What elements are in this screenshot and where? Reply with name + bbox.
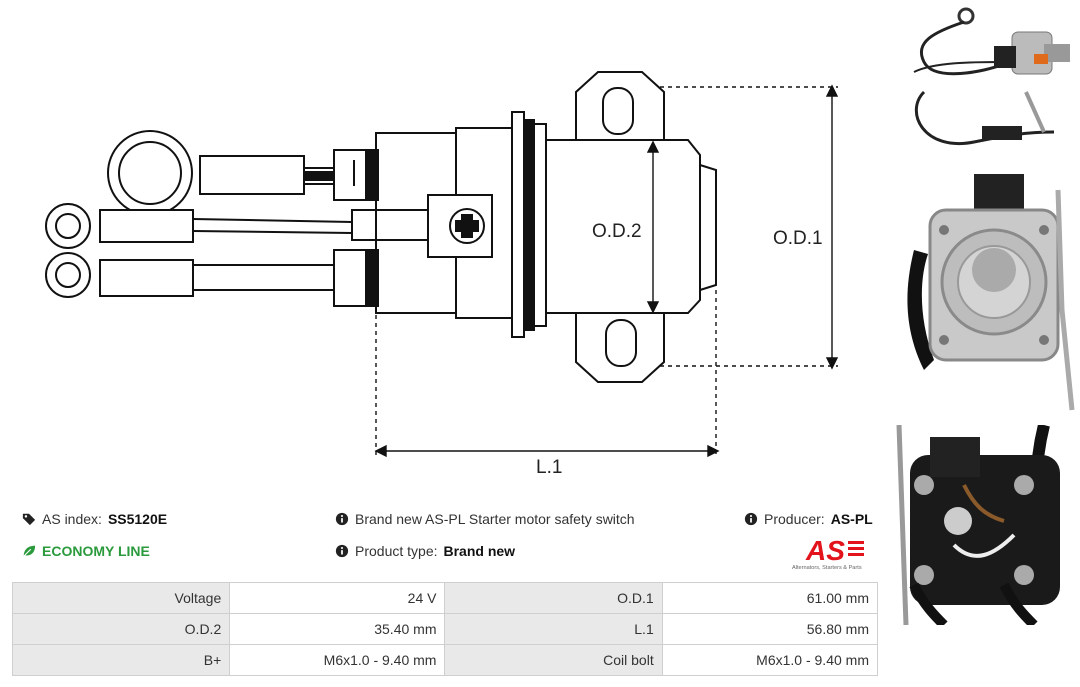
description: Brand new AS-PL Starter motor safety swi… (335, 511, 635, 527)
spec-value: 24 V (229, 582, 446, 614)
product-type: Product type: Brand new (335, 543, 515, 559)
table-row: Voltage 24 V O.D.1 61.00 mm (11, 582, 879, 614)
ring-terminal-small-1 (45, 203, 91, 249)
technical-drawing: O.D.2 O.D.1 L.1 (45, 71, 839, 478)
spec-key: O.D.2 (11, 613, 231, 645)
ring-terminal-large (107, 130, 193, 216)
svg-text:AS: AS (805, 535, 845, 566)
description-text: Brand new AS-PL Starter motor safety swi… (355, 511, 635, 527)
as-pl-logo: AS Alternators, Starters & Parts (792, 535, 864, 571)
as-index-value: SS5120E (107, 511, 168, 527)
product-type-label: Product type: (355, 543, 438, 559)
as-index-label: AS index: (42, 511, 102, 527)
economy-line-label: ECONOMY LINE (42, 543, 150, 559)
spec-key: L.1 (444, 613, 663, 645)
product-photo-1[interactable] (894, 2, 1076, 162)
spec-value: M6x1.0 - 9.40 mm (229, 644, 446, 676)
spec-value: 61.00 mm (661, 582, 879, 614)
spec-key: Voltage (11, 582, 231, 614)
producer-value: AS-PL (830, 511, 873, 527)
svg-text:Alternators, Starters & Parts: Alternators, Starters & Parts (792, 565, 862, 571)
info-icon (335, 512, 349, 526)
spec-key: B+ (11, 644, 231, 676)
info-icon (744, 512, 758, 526)
od2-label: O.D.2 (592, 221, 642, 242)
ring-terminal-small-2 (45, 252, 91, 298)
od1-label: O.D.1 (773, 228, 823, 249)
product-photo-3[interactable] (894, 425, 1076, 625)
as-index: AS index: SS5120E (22, 511, 167, 527)
tags-icon (22, 513, 36, 526)
product-type-value: Brand new (443, 543, 516, 559)
spec-value: 35.40 mm (229, 613, 446, 645)
producer: Producer: AS-PL (744, 511, 873, 527)
spec-key: Coil bolt (444, 644, 663, 676)
table-row: O.D.2 35.40 mm L.1 56.80 mm (11, 613, 879, 645)
spec-value: M6x1.0 - 9.40 mm (661, 644, 879, 676)
specs-table: Voltage 24 V O.D.1 61.00 mm O.D.2 35.40 … (11, 582, 879, 676)
economy-line: ECONOMY LINE (22, 543, 150, 559)
producer-label: Producer: (764, 511, 825, 527)
product-photo-2[interactable] (894, 170, 1076, 415)
spec-value: 56.80 mm (661, 613, 879, 645)
spec-key: O.D.1 (444, 582, 663, 614)
l1-label: L.1 (536, 457, 562, 478)
leaf-icon (23, 545, 36, 557)
info-icon (335, 544, 349, 558)
table-row: B+ M6x1.0 - 9.40 mm Coil bolt M6x1.0 - 9… (11, 644, 879, 676)
